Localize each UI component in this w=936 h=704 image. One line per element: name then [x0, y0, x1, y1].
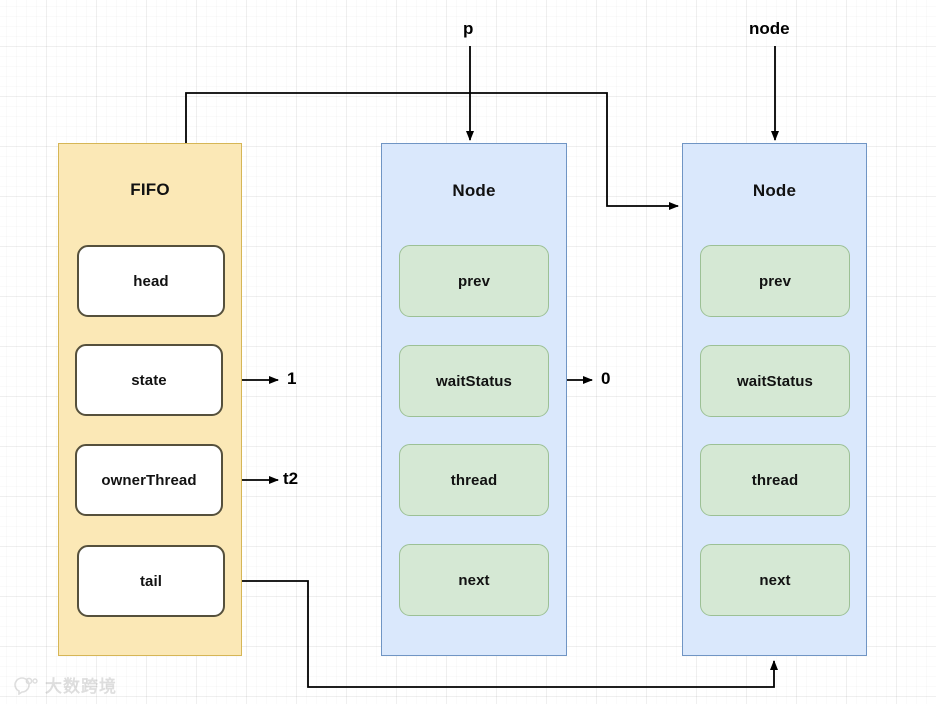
node-middle-field-waitstatus[interactable]: waitStatus	[399, 345, 549, 417]
state-value-label: 1	[287, 369, 297, 388]
node-right-title: Node	[752, 181, 797, 200]
node-middle-field-next-label: next	[458, 571, 490, 589]
fifo-field-ownerthread-label: ownerThread	[101, 471, 197, 489]
node-right-field-prev-label: prev	[758, 272, 792, 290]
fifo-field-head-label: head	[133, 272, 169, 290]
node-right-field-next[interactable]: next	[700, 544, 850, 616]
node-middle-field-prev-label: prev	[457, 272, 491, 290]
ownerthread-value-label: t2	[283, 469, 299, 488]
fifo-title: FIFO	[130, 180, 170, 199]
node-right-field-thread-label: thread	[751, 471, 799, 489]
waitstatus-value-label: 0	[601, 369, 611, 388]
node-middle-field-thread-label: thread	[450, 471, 498, 489]
node-middle-title: Node	[452, 181, 496, 200]
node-right-field-next-label: next	[759, 571, 791, 589]
node-middle-field-waitstatus-label: waitStatus	[435, 372, 512, 390]
node-middle-field-next[interactable]: next	[399, 544, 549, 616]
pointer-label-p: p	[463, 19, 474, 38]
pointer-label-node: node	[749, 19, 790, 38]
node-middle-field-prev[interactable]: prev	[399, 245, 549, 317]
node-right-field-waitstatus[interactable]: waitStatus	[700, 345, 850, 417]
fifo-field-ownerthread[interactable]: ownerThread	[75, 444, 223, 516]
fifo-field-head[interactable]: head	[77, 245, 225, 317]
node-right-field-waitstatus-label: waitStatus	[736, 372, 813, 390]
node-middle-field-thread[interactable]: thread	[399, 444, 549, 516]
node-right-field-thread[interactable]: thread	[700, 444, 850, 516]
arrow-tail-to-node-right	[225, 580, 778, 688]
fifo-field-tail[interactable]: tail	[77, 545, 225, 617]
fifo-field-state[interactable]: state	[75, 344, 223, 416]
fifo-field-state-label: state	[131, 371, 167, 389]
watermark: 大数跨境	[12, 672, 117, 697]
watermark-text: 大数跨境	[45, 677, 117, 697]
fifo-field-tail-label: tail	[139, 572, 163, 590]
watermark-logo-icon	[12, 675, 38, 695]
node-right-field-prev[interactable]: prev	[700, 245, 850, 317]
